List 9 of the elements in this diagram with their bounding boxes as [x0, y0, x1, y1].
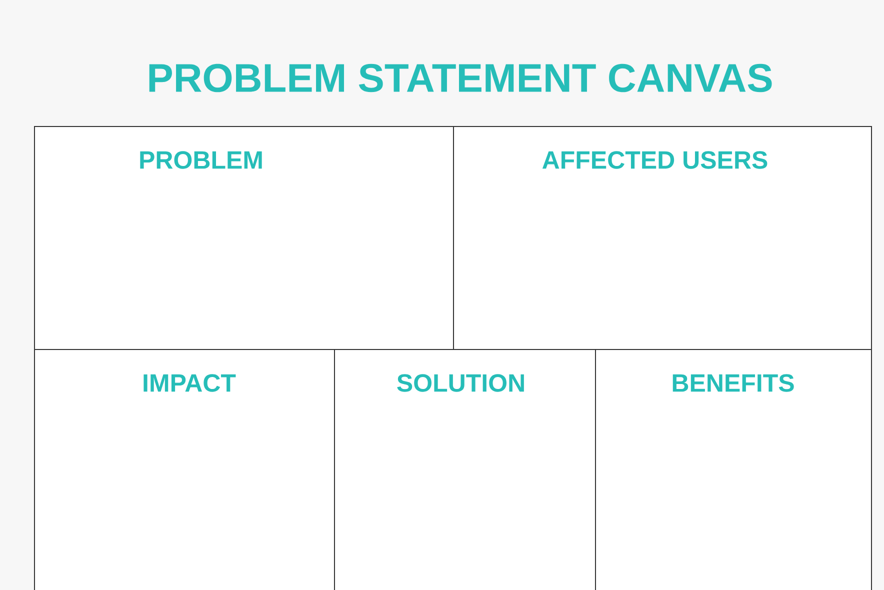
canvas-section: SOLUTION	[334, 349, 596, 590]
title: PROBLEM STATEMENT CANVAS	[149, 64, 772, 92]
canvas-section: IMPACT	[34, 349, 335, 590]
node-label: SOLUTION	[397, 374, 524, 392]
node-label: BENEFITS	[672, 374, 794, 392]
canvas-section: AFFECTED USERS	[453, 126, 872, 350]
node-label: IMPACT	[144, 374, 236, 392]
canvas-section: PROBLEM	[34, 126, 454, 350]
canvas-section: BENEFITS	[595, 349, 872, 590]
